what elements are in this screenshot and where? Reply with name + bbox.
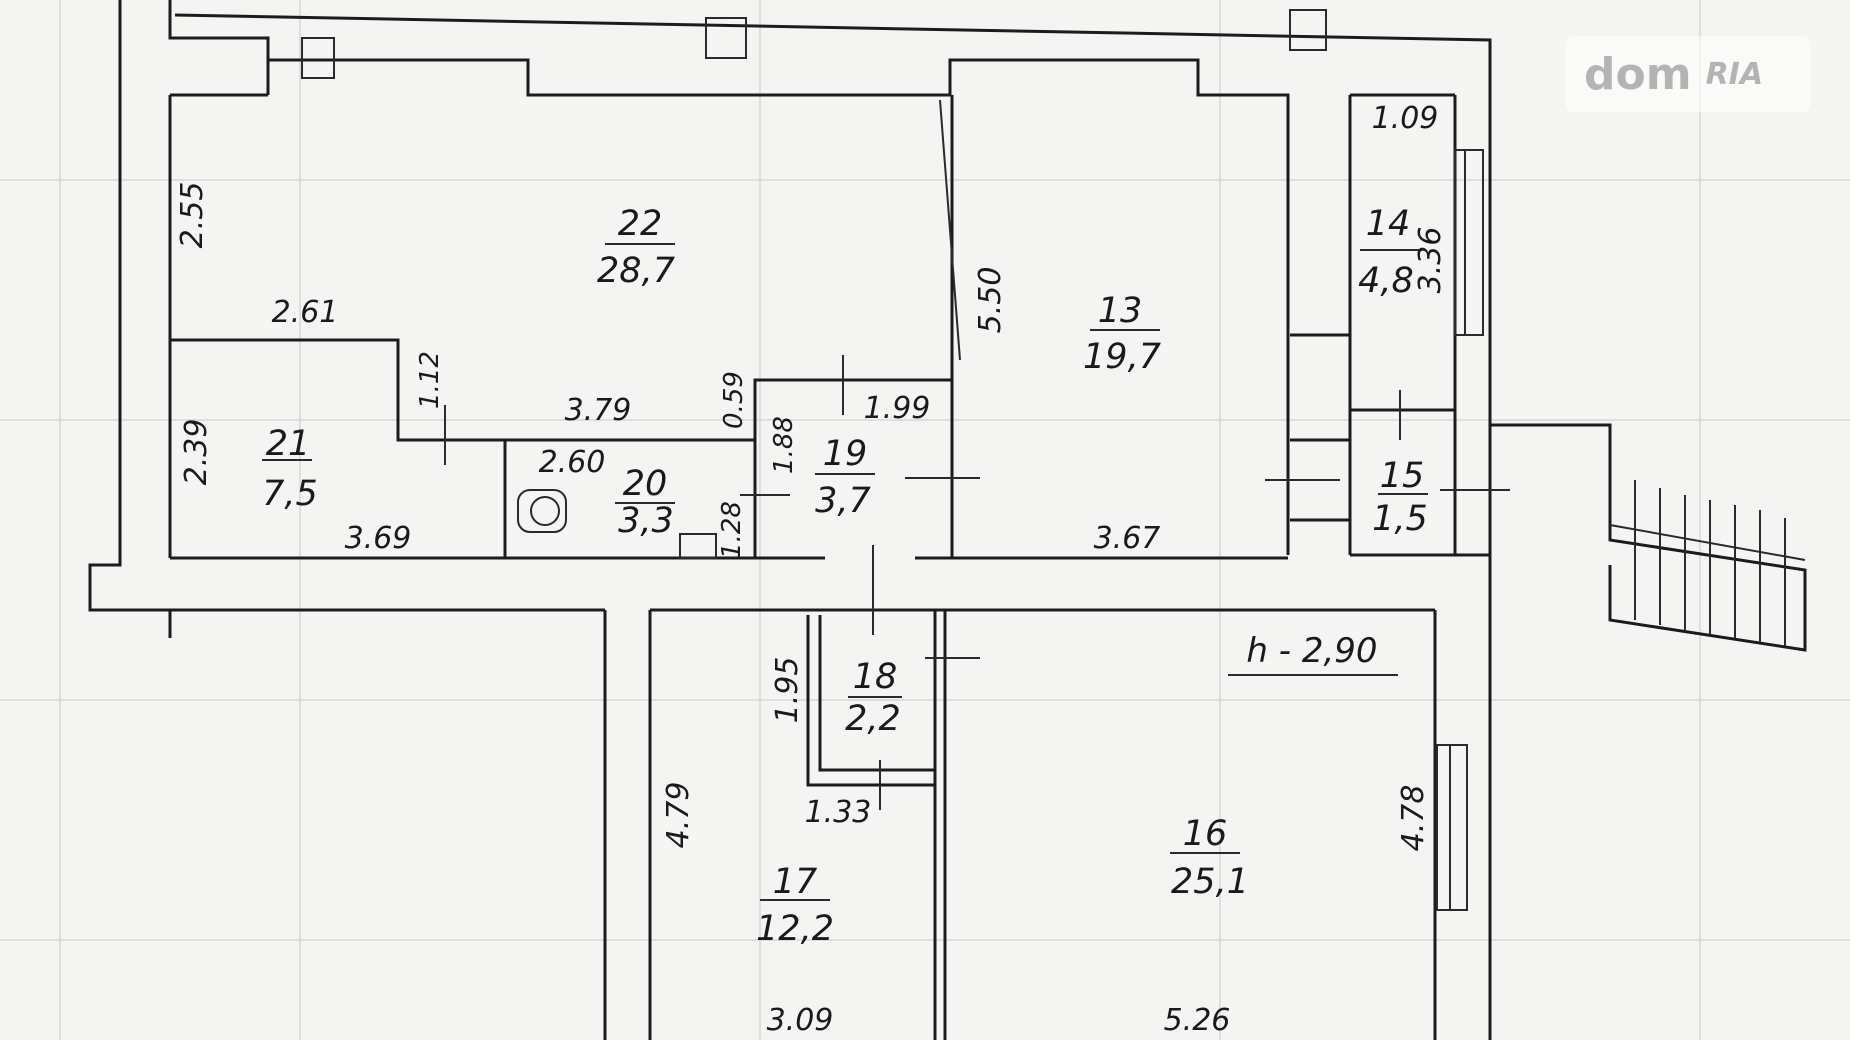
dim-4-78: 4.78 bbox=[1396, 785, 1431, 852]
watermark-sub: RIA bbox=[1705, 56, 1764, 92]
watermark-brand: dom bbox=[1584, 48, 1692, 100]
dim-2-55: 2.55 bbox=[175, 182, 210, 249]
room-19: 19 3,7 bbox=[815, 434, 875, 521]
dim-2-60: 2.60 bbox=[539, 445, 606, 480]
dim-2-61: 2.61 bbox=[272, 295, 339, 330]
dim-1-28: 1.28 bbox=[717, 501, 747, 559]
room-15: 15 1,5 bbox=[1372, 456, 1428, 539]
room-17-area: 12,2 bbox=[756, 909, 834, 949]
walls bbox=[88, 0, 1807, 1040]
dim-2-39: 2.39 bbox=[179, 419, 214, 486]
room-21-number: 21 bbox=[266, 424, 311, 464]
room-20-number: 20 bbox=[623, 464, 668, 504]
dim-3-67: 3.67 bbox=[1094, 521, 1161, 556]
room-13: 13 19,7 bbox=[1083, 291, 1161, 377]
room-17-number: 17 bbox=[773, 862, 818, 902]
room-18-area: 2,2 bbox=[845, 699, 901, 739]
dim-1-88: 1.88 bbox=[769, 416, 799, 474]
dim-3-69: 3.69 bbox=[345, 521, 412, 556]
room-20: 20 3,3 bbox=[615, 464, 675, 541]
dim-1-99: 1.99 bbox=[864, 391, 931, 426]
room-16-area: 25,1 bbox=[1171, 862, 1249, 902]
dimensions: 2.55 2.61 5.50 1.09 3.36 1.12 0.59 3.79 … bbox=[175, 101, 1448, 1038]
ceiling-height-text: h - 2,90 bbox=[1246, 631, 1377, 671]
ceiling-height-note: h - 2,90 bbox=[1228, 631, 1398, 676]
room-21-area: 7,5 bbox=[262, 474, 318, 514]
room-19-number: 19 bbox=[823, 434, 868, 474]
dim-3-79: 3.79 bbox=[565, 393, 632, 428]
room-14: 14 4,8 bbox=[1358, 204, 1420, 301]
room-20-area: 3,3 bbox=[618, 501, 674, 541]
room-22-area: 28,7 bbox=[597, 251, 675, 291]
room-14-area: 4,8 bbox=[1358, 261, 1414, 301]
room-18-number: 18 bbox=[853, 657, 898, 697]
dim-1-09: 1.09 bbox=[1372, 101, 1439, 136]
dim-1-33: 1.33 bbox=[805, 795, 872, 830]
stair-steps bbox=[1609, 480, 1806, 646]
room-13-area: 19,7 bbox=[1083, 337, 1161, 377]
dim-0-59: 0.59 bbox=[719, 371, 749, 429]
watermark-logo: dom RIA bbox=[1566, 36, 1810, 112]
room-22-number: 22 bbox=[618, 204, 663, 244]
dim-3-09: 3.09 bbox=[767, 1003, 834, 1038]
dim-5-26: 5.26 bbox=[1164, 1003, 1231, 1038]
room-21: 21 7,5 bbox=[262, 424, 318, 514]
room-22: 22 28,7 bbox=[597, 204, 675, 291]
dim-1-12: 1.12 bbox=[415, 351, 445, 409]
room-19-area: 3,7 bbox=[815, 481, 871, 521]
dim-3-36: 3.36 bbox=[1413, 227, 1448, 294]
room-15-area: 1,5 bbox=[1372, 499, 1428, 539]
room-16: 16 25,1 bbox=[1170, 814, 1249, 902]
room-17: 17 12,2 bbox=[756, 862, 834, 949]
dim-1-95: 1.95 bbox=[770, 657, 805, 724]
room-16-number: 16 bbox=[1183, 814, 1228, 854]
room-18: 18 2,2 bbox=[845, 657, 902, 739]
dim-4-79: 4.79 bbox=[661, 782, 696, 849]
dim-5-50: 5.50 bbox=[973, 267, 1008, 334]
room-15-number: 15 bbox=[1380, 456, 1425, 496]
room-14-number: 14 bbox=[1366, 204, 1411, 244]
room-13-number: 13 bbox=[1098, 291, 1143, 331]
